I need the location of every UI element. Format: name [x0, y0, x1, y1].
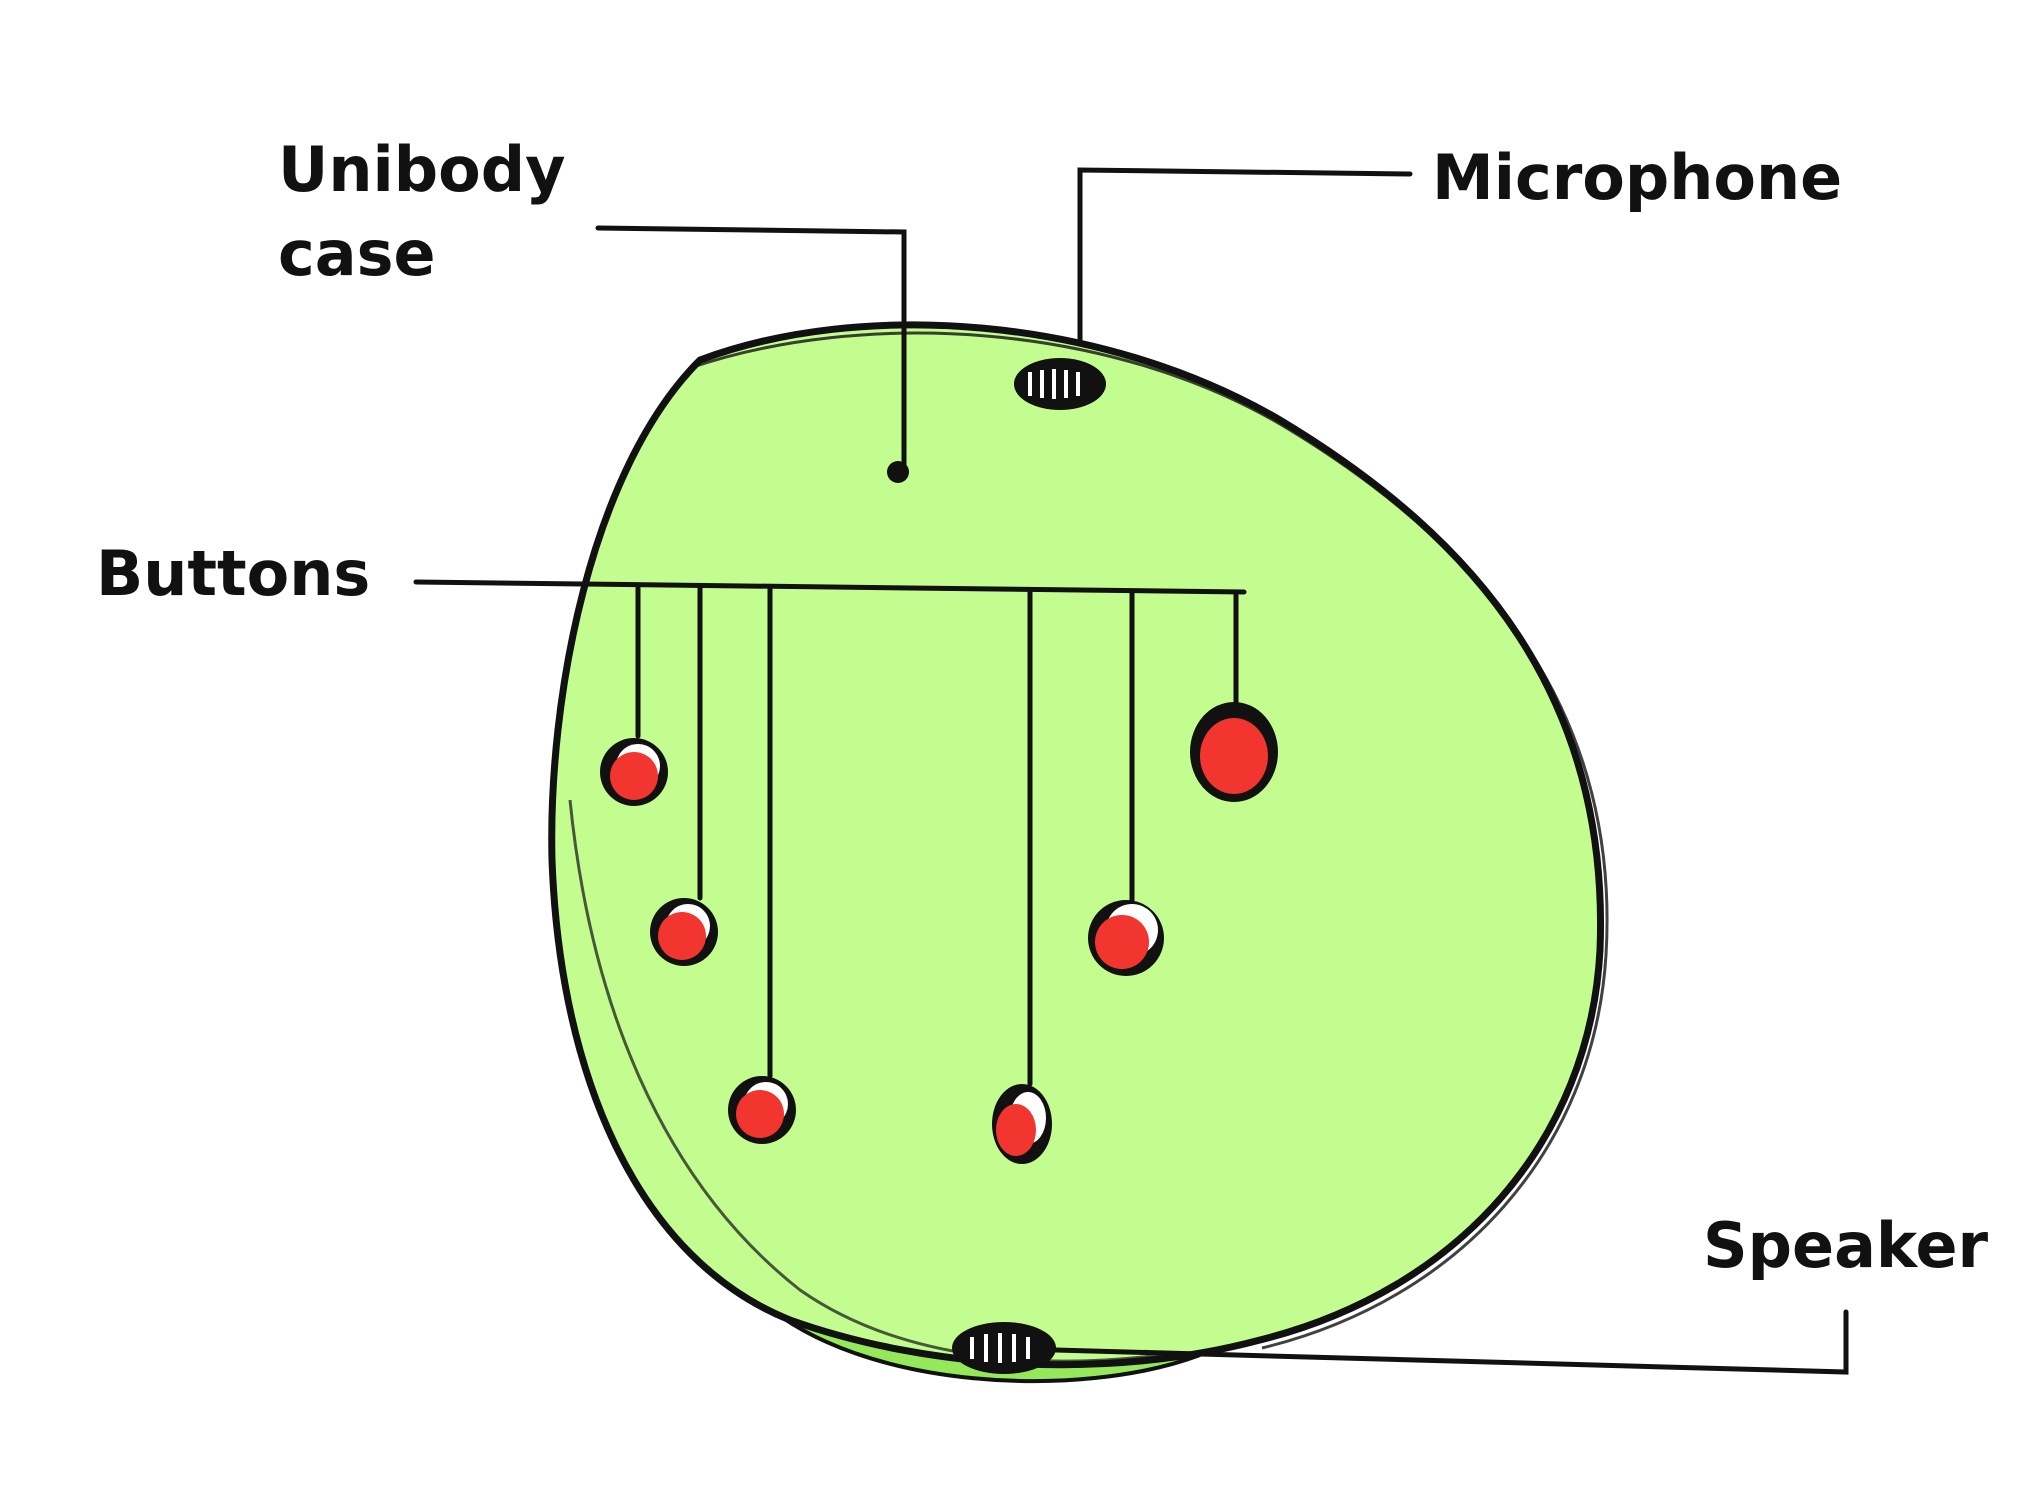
microphone-leader-line	[1077, 167, 1413, 343]
unibody-case-label-line1: Unibody	[278, 133, 566, 206]
leader-lines	[413, 167, 1849, 1375]
case-body	[548, 321, 1605, 1369]
red-button-icon	[650, 898, 718, 966]
buttons-leader-line	[413, 579, 1247, 595]
speaker-label: Speaker	[1703, 1209, 1989, 1282]
red-button-icon	[992, 1084, 1052, 1164]
unibody-case-label-line2: case	[278, 217, 436, 290]
microphone-grille-icon	[1014, 358, 1106, 410]
red-button-icon	[728, 1076, 796, 1144]
unibody-case	[548, 321, 1609, 1384]
red-button-icon	[600, 738, 668, 806]
unibody-leader-dot	[887, 461, 909, 483]
red-button-icon	[1190, 702, 1278, 802]
unibody-leader-line	[595, 225, 907, 473]
speaker-leader-line	[1053, 1309, 1849, 1375]
red-button-icon	[1088, 900, 1164, 976]
speaker-grille-icon	[952, 1322, 1056, 1374]
microphone-label: Microphone	[1432, 141, 1843, 214]
buttons-group	[600, 702, 1278, 1164]
buttons-label: Buttons	[96, 537, 371, 610]
case-outline-sketch	[689, 331, 1609, 1350]
unibody-case-label: Unibody case	[278, 128, 566, 296]
